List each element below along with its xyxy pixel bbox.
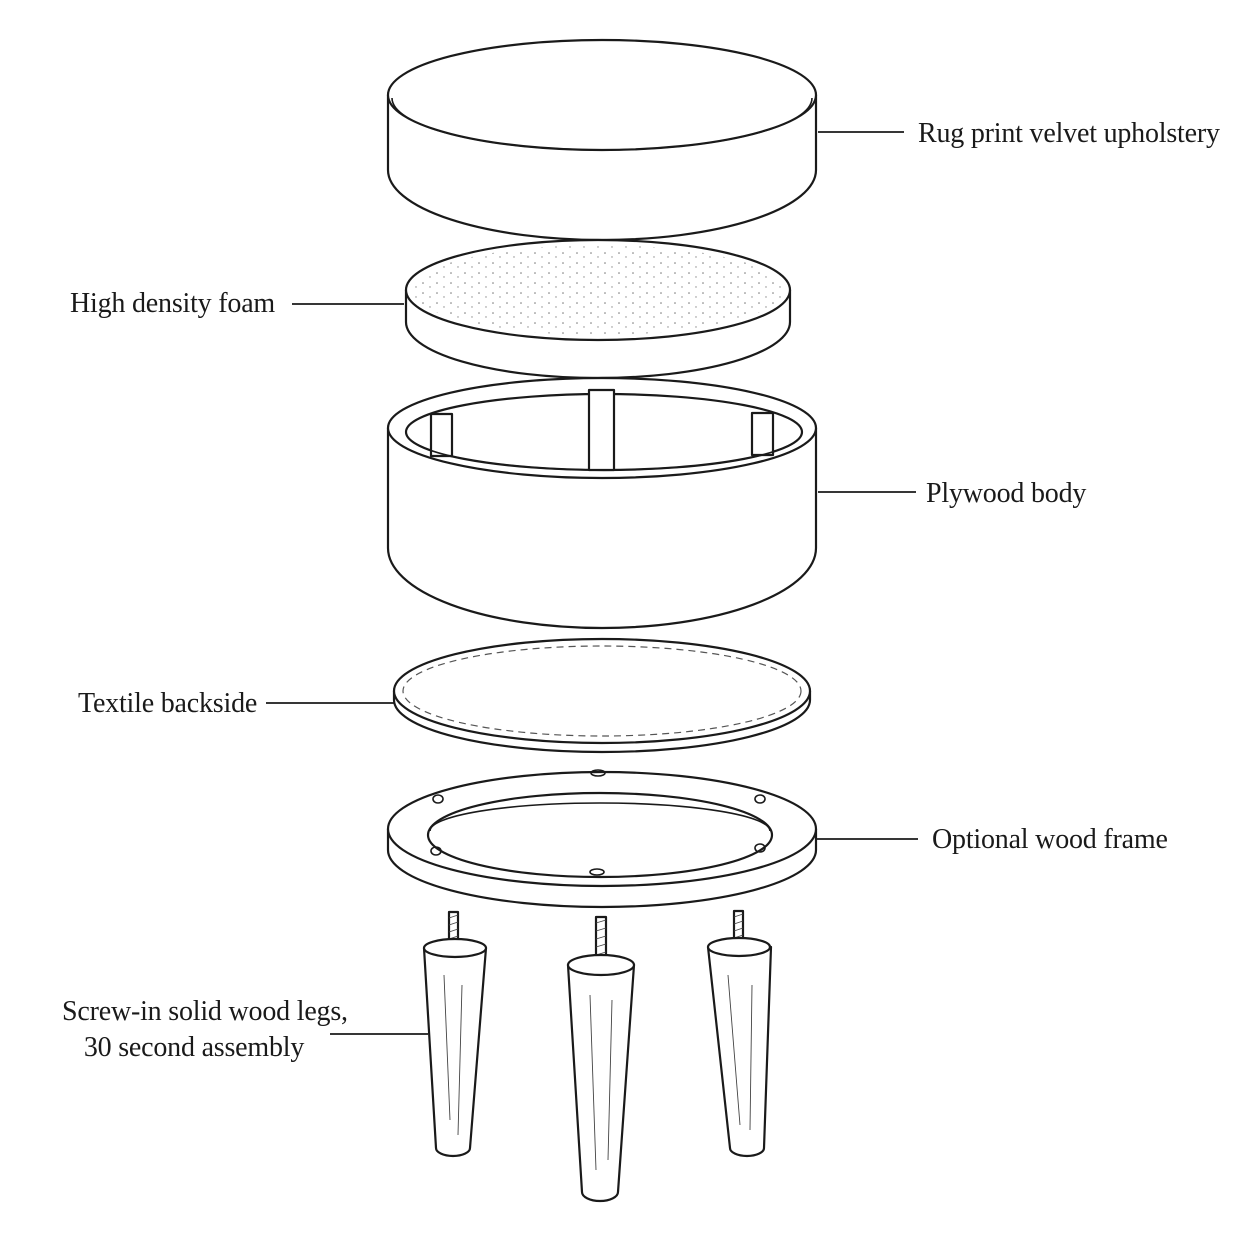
frame-screw-holes [430,769,766,876]
plywood-body [386,376,818,630]
label-legs: Screw-in solid wood legs, 30 second asse… [62,994,348,1066]
label-legs-line2: 30 second assembly [83,1032,305,1063]
wood-leg-center [566,915,636,1203]
label-legs-line1: Screw-in solid wood legs, [62,996,348,1027]
textile-backside [392,637,812,754]
foam-layer [404,238,792,380]
label-foam: High density foam [70,288,276,319]
wood-leg-right [706,909,773,1158]
label-backside: Textile backside [78,688,258,719]
label-frame: Optional wood frame [932,824,1168,855]
wood-frame [386,769,818,909]
upholstery-cushion [386,38,818,242]
label-upholstery: Rug print velvet upholstery [918,118,1220,149]
label-body: Plywood body [926,478,1087,509]
wood-leg-left [422,910,488,1158]
